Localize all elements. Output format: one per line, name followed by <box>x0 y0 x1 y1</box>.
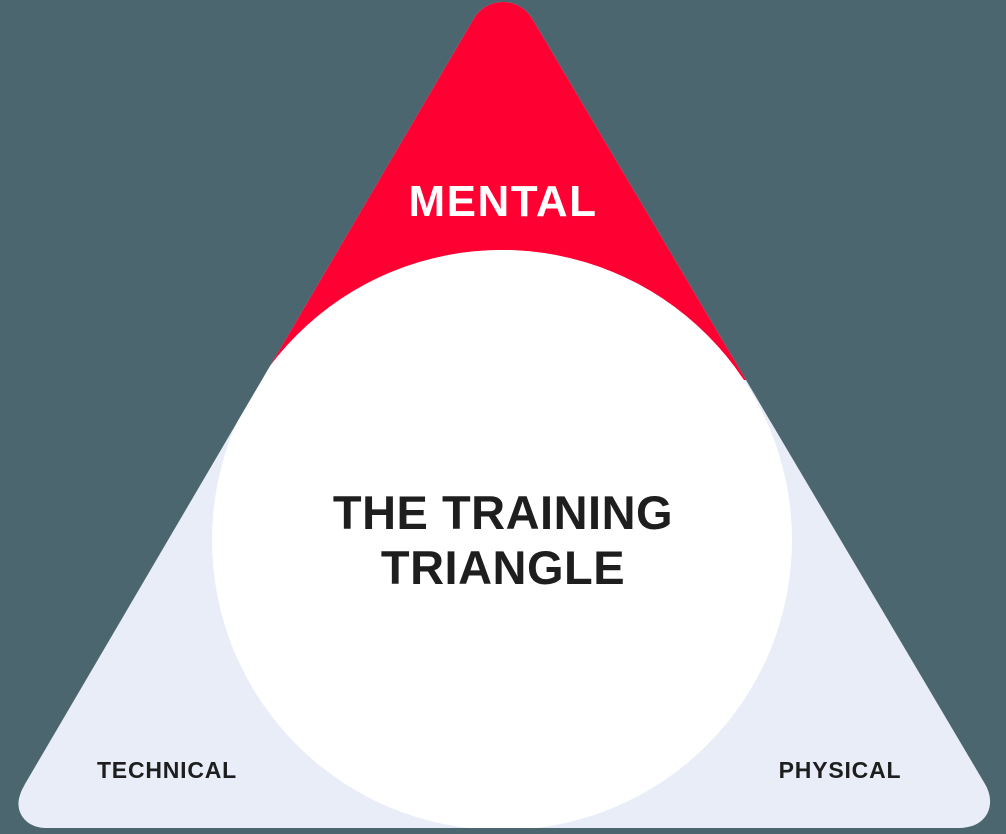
label-center-line1: THE TRAINING <box>333 486 673 539</box>
center-circle-group <box>212 250 792 828</box>
label-physical: PHYSICAL <box>779 757 902 783</box>
label-technical: TECHNICAL <box>97 757 237 783</box>
label-center-line2: TRIANGLE <box>381 541 625 594</box>
center-circle <box>212 250 792 828</box>
label-mental: MENTAL <box>408 177 597 226</box>
